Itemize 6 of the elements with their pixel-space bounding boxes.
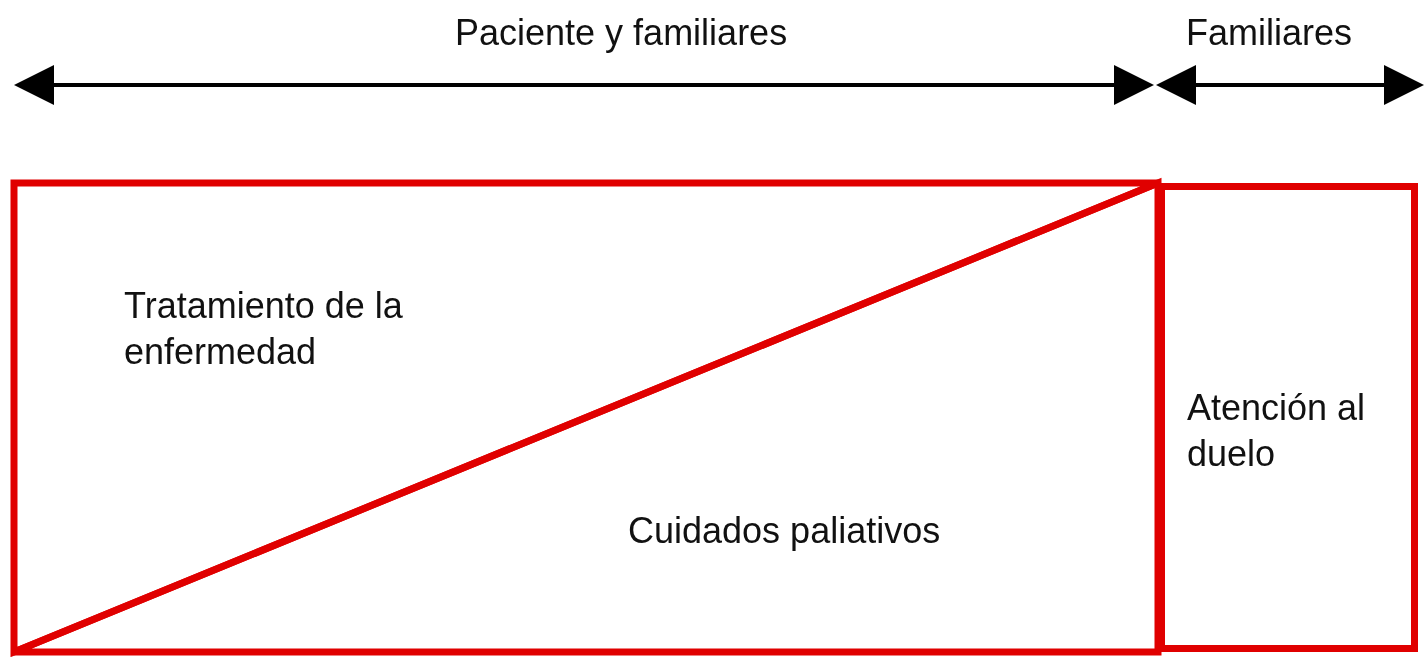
region-label: Cuidados paliativos (628, 509, 941, 553)
phase-panel (1158, 183, 1418, 652)
region-label: Atención al duelo (1187, 386, 1367, 476)
span-label: Familiares (1186, 11, 1353, 55)
region-label: Tratamiento de la enfermedad (124, 284, 404, 374)
span-label: Paciente y familiares (455, 11, 788, 55)
